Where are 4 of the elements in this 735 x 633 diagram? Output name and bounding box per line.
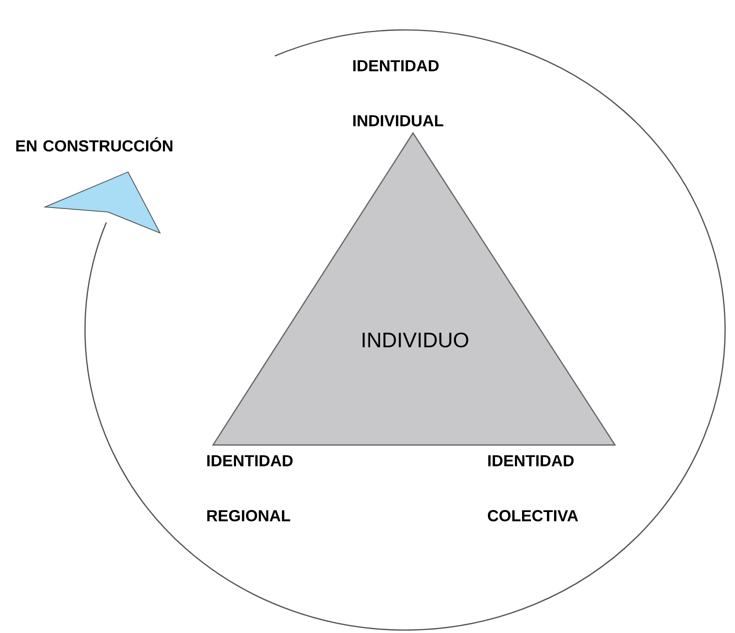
- identity-label: IDENTIDAD REGIONAL: [207, 455, 293, 522]
- identity-label: IDENTIDAD COLECTIVA: [488, 455, 578, 522]
- identity-label: EN CONSTRUCCIÓN: [16, 137, 172, 152]
- identity-label: IDENTIDAD INDIVIDUAL: [353, 60, 444, 126]
